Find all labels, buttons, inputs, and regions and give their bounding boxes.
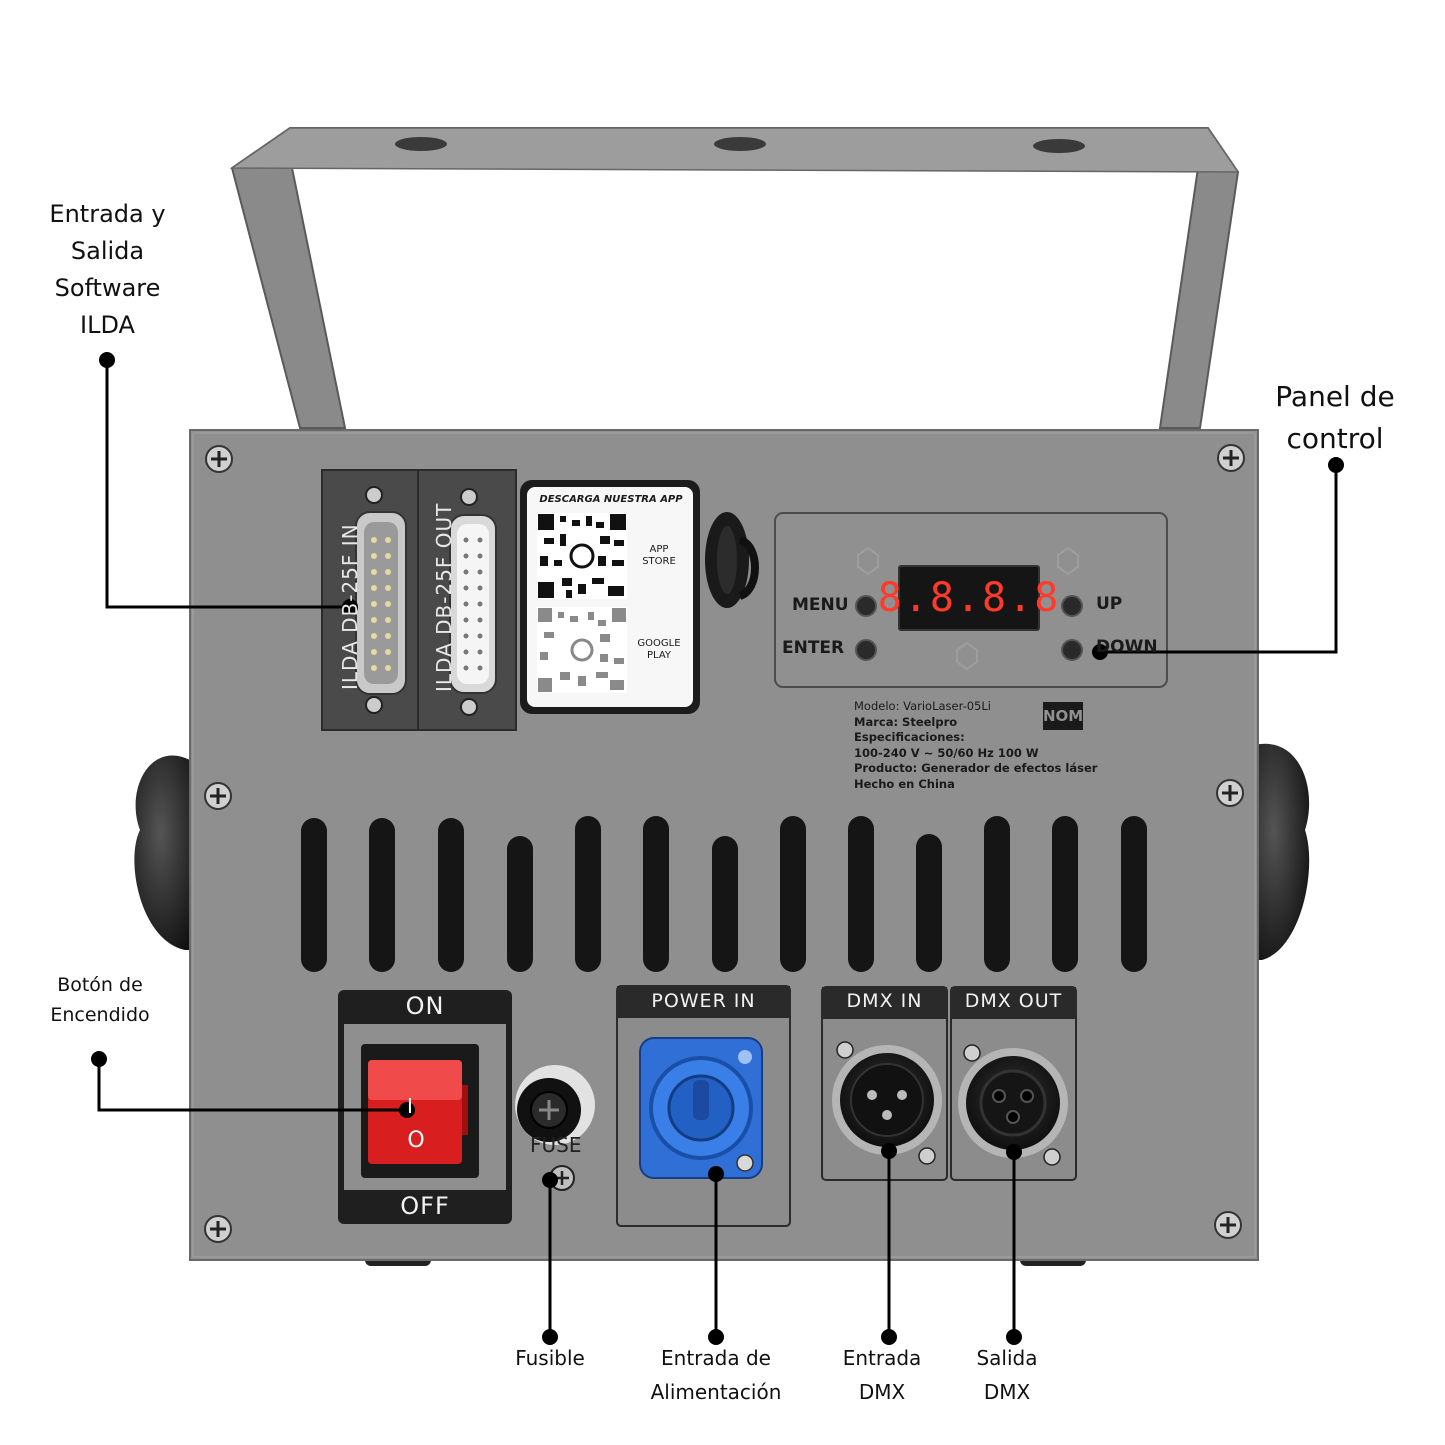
off-label: OFF — [400, 1192, 450, 1220]
callout-dots — [91, 352, 1344, 1345]
nom-logo: NOM — [1043, 702, 1083, 730]
power-switch-button[interactable] — [368, 1060, 462, 1164]
fuse-holder — [515, 1065, 595, 1191]
down-label: DOWN — [1096, 637, 1158, 657]
power-in-label: POWER IN — [651, 990, 756, 1012]
spec-model: Modelo: VarioLaser-05Li — [854, 699, 991, 713]
ilda-connectors — [321, 469, 517, 731]
spec-power: 100-240 V ~ 50/60 Hz 100 W — [854, 745, 1039, 760]
fuse-label: FUSE — [530, 1133, 582, 1157]
callout-control-panel: Panel de control — [1275, 380, 1395, 455]
dmx-in-connector — [821, 986, 948, 1181]
callout-power-in: Entrada de Alimentación — [650, 1346, 782, 1404]
led-display: 8.8.8.8 — [877, 575, 1061, 621]
dmx-out-label: DMX OUT — [964, 990, 1063, 1012]
enter-label: ENTER — [782, 638, 845, 658]
spec-product: Producto: Generador de efectos láser — [854, 761, 1098, 775]
spec-heading: Especificaciones: — [854, 730, 965, 744]
callout-ilda: Entrada y Salida Software ILDA — [49, 200, 166, 339]
control-panel — [774, 512, 1168, 688]
app-download-title: DESCARGA NUESTRA APP — [539, 494, 683, 505]
dmx-in-label: DMX IN — [846, 990, 923, 1012]
down-button[interactable] — [1062, 640, 1082, 660]
ventilation-slots — [301, 816, 1147, 972]
google-play-label: GOOGLE PLAY — [637, 638, 681, 661]
on-label: ON — [405, 992, 445, 1020]
mounting-bracket — [229, 127, 1240, 429]
switch-o-label: O — [407, 1128, 425, 1153]
app-qr-sticker — [520, 480, 700, 714]
dmx-out-connector — [950, 986, 1077, 1181]
power-switch — [338, 990, 512, 1224]
up-label: UP — [1096, 594, 1123, 614]
app-store-label: APP STORE — [642, 544, 676, 567]
enter-button[interactable] — [856, 640, 876, 660]
right-knob-icon — [1250, 743, 1310, 960]
ilda-in-label: ILDA DB-25F IN — [338, 523, 362, 690]
callout-power-button: Botón de Encendido — [50, 974, 150, 1026]
ilda-out-label: ILDA DB-25F OUT — [432, 502, 456, 692]
switch-i-label: I — [407, 1094, 413, 1118]
callout-dmx-out: Salida DMX — [976, 1346, 1038, 1404]
callout-lines — [97, 360, 1338, 1337]
up-button[interactable] — [1062, 596, 1082, 616]
cable-grommet-icon — [705, 512, 759, 608]
spec-brand: Marca: Steelpro — [854, 714, 958, 729]
callout-dmx-in: Entrada DMX — [842, 1346, 922, 1404]
left-knob-icon — [134, 755, 200, 950]
menu-button[interactable] — [856, 596, 876, 616]
power-in-connector — [616, 985, 791, 1227]
menu-label: MENU — [792, 595, 849, 615]
spec-label: Modelo: VarioLaser-05Li Marca: Steelpro … — [854, 699, 1114, 792]
spec-origin: Hecho en China — [854, 776, 955, 791]
callout-fuse: Fusible — [515, 1346, 585, 1370]
